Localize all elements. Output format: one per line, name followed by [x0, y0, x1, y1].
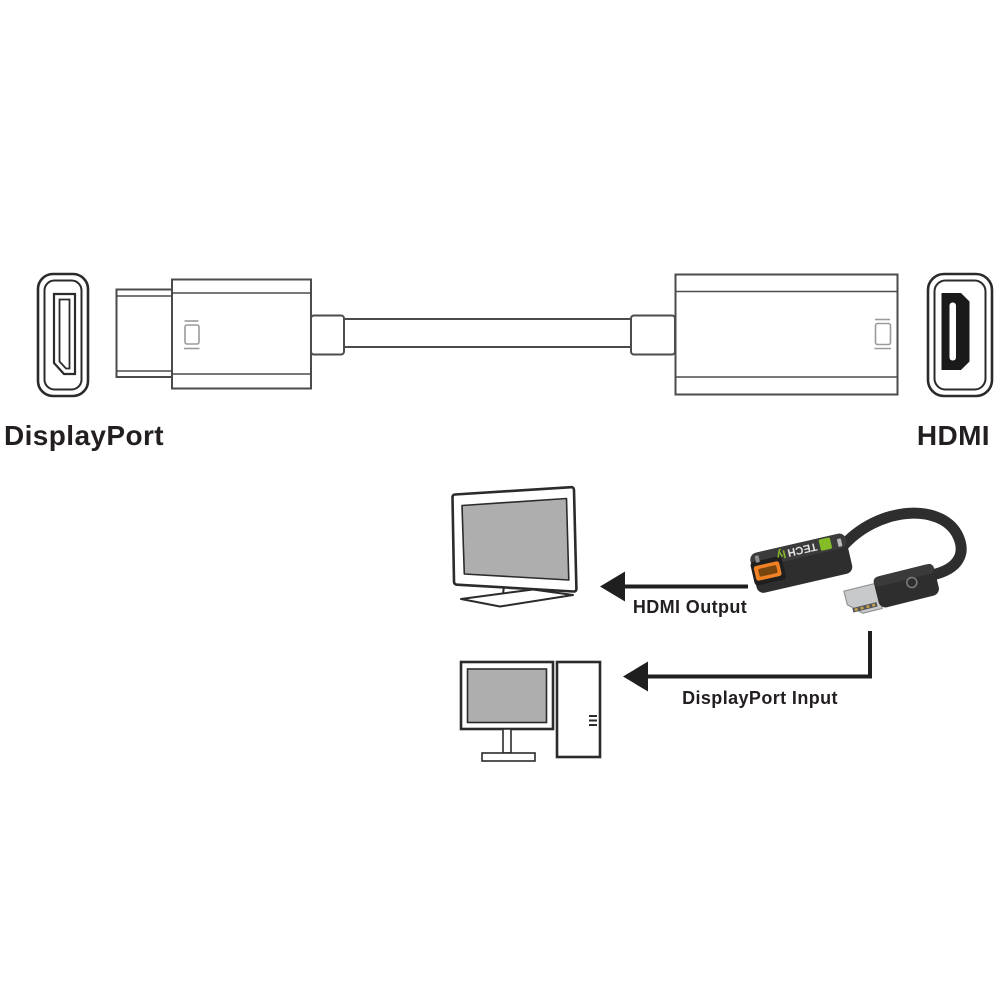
- displayport-plug-drawing: [115, 278, 312, 390]
- hdmi-socket-icon: [926, 272, 994, 398]
- hdmi-label: HDMI: [916, 420, 990, 451]
- hdmi-socket-drawing: [674, 273, 899, 396]
- displayport-logo-mark: [184, 320, 200, 350]
- adapter-photo: TECH ly: [750, 507, 967, 614]
- hdmi-output-arrow: [600, 571, 748, 602]
- tv-illustration: [451, 485, 578, 608]
- desktop-computer-illustration: [459, 660, 602, 762]
- displayport-input-label: DisplayPort Input: [682, 688, 838, 708]
- displayport-input-arrow: [623, 631, 872, 692]
- adapter-cable-drawing: [310, 314, 676, 356]
- tower-vents: [589, 715, 597, 726]
- brand-logo-square: [818, 537, 832, 551]
- displayport-socket-icon: [36, 272, 90, 398]
- adapter-photo-dp-plug: [843, 563, 939, 614]
- hdmi-output-label: HDMI Output: [632, 597, 748, 617]
- brand-text-ly: ly: [774, 547, 786, 561]
- adapter-photo-cable: [836, 507, 967, 581]
- hdmi-logo-mark: [874, 318, 892, 350]
- dp-plug-logo: [906, 576, 918, 589]
- displayport-label: DisplayPort: [4, 420, 164, 451]
- adapter-photo-head: TECH ly: [750, 533, 853, 593]
